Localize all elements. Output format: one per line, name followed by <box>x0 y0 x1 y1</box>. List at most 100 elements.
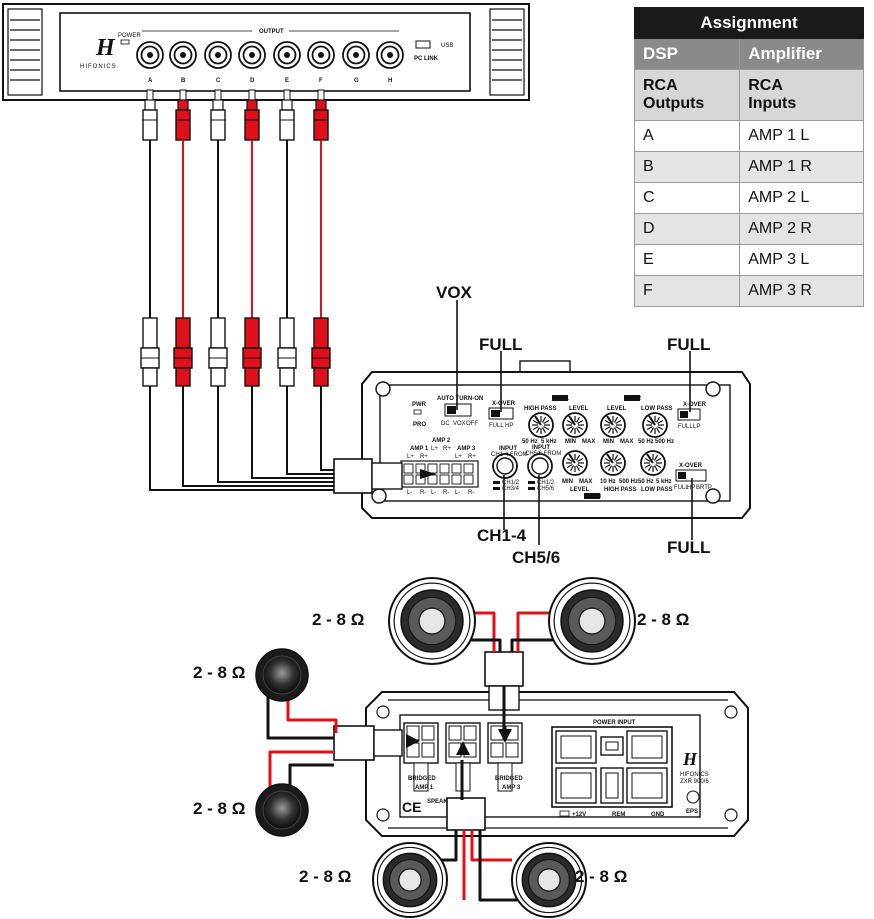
off-label: OFF <box>466 421 478 427</box>
amp2-lplus: L+ <box>431 446 438 452</box>
amp-knob[interactable] <box>492 453 518 479</box>
ohm-bottom-right: 2 - 8 Ω <box>575 867 627 886</box>
eps-icon <box>686 790 700 804</box>
amp-knob[interactable] <box>528 412 554 438</box>
sub-inputs-line2: Inputs <box>748 95 797 112</box>
dsp-channel-letter: C <box>216 78 221 84</box>
dsp-power-label: POWER <box>118 33 141 39</box>
amp-knob[interactable] <box>562 412 588 438</box>
amplifier-top: PWR PRO AUTO TURN-ON DC VOX OFF X-OVER F… <box>333 360 751 519</box>
hz10-label: 10 Hz <box>600 479 616 485</box>
speaker-woofer-bottom-left <box>372 842 448 918</box>
amp-knob[interactable] <box>642 412 668 438</box>
dsp-brand: HIFONICS <box>80 64 117 70</box>
gnd-label: GND <box>651 812 665 818</box>
amp2-input-label: AMP 2 <box>432 438 451 444</box>
opt-ch34: CH3/4 <box>502 486 520 492</box>
rca-cable-b <box>173 89 334 487</box>
amp-pwr-label: PWR <box>412 402 427 408</box>
amp-knob[interactable] <box>600 450 626 476</box>
xover-switch-amp2[interactable] <box>677 408 701 421</box>
row-amp: AMP 3 L <box>739 244 864 276</box>
amp-knob[interactable] <box>600 412 626 438</box>
amp3-badge: AMP3 <box>585 494 602 500</box>
input-ch56-from: CH5/6 FROM <box>525 451 561 457</box>
hz50-label-amp1: 50 Hz <box>522 439 538 445</box>
dsp-jack-h[interactable] <box>376 41 404 69</box>
dsp-jack-b[interactable] <box>169 41 197 69</box>
input-ch14-from: CH1-4 FROM <box>491 452 528 458</box>
input-label-ch56: INPUT <box>532 445 550 451</box>
ohm-top-right: 2 - 8 Ω <box>637 610 689 629</box>
bridged-amp1-sub: AMP 1 <box>415 785 434 791</box>
dsp-output-label: OUTPUT <box>259 29 284 35</box>
xover-switch-amp3[interactable] <box>675 469 707 482</box>
speaker-woofer-top-right <box>548 577 636 665</box>
opt-ch56: CH5/6 <box>537 486 555 492</box>
dsp-channel-letter: E <box>285 78 289 84</box>
amp2-lminus: L- <box>431 490 436 496</box>
amplifier-bottom: BRIDGED AMP 1 BRIDGED AMP 3 SPEAKER OUTP… <box>333 651 749 837</box>
hz50-label-amp3: 50 Hz <box>638 479 654 485</box>
opt-ch12-a: CH1/2 <box>502 480 520 486</box>
low-pass-label-top: LOW PASS <box>641 406 673 412</box>
arrow-right-icon <box>406 734 420 748</box>
rca-cables <box>140 89 334 491</box>
brtp-label-amp3: BRTP <box>696 485 712 491</box>
min-label-amp1: MIN <box>565 439 576 445</box>
amp-knob[interactable] <box>562 450 588 476</box>
speaker-plug-top <box>484 651 524 687</box>
amp-knob[interactable] <box>640 450 666 476</box>
amp3-lminus: L- <box>455 490 460 496</box>
dsp-jack-f[interactable] <box>307 41 335 69</box>
row-amp: AMP 2 L <box>739 182 864 214</box>
full-label-amp1: FULL <box>489 423 504 429</box>
high-pass-label-bottom: HIGH PASS <box>604 487 637 493</box>
row-amp: AMP 1 L <box>739 120 864 152</box>
input-label-ch14: INPUT <box>499 446 517 452</box>
sub-outputs-line1: RCA <box>643 77 678 94</box>
amp2-badge: AMP2 <box>625 396 642 402</box>
ohm-bottom-left: 2 - 8 Ω <box>299 867 351 886</box>
amp-pwr-led <box>413 409 422 415</box>
full-label-amp3: FULL <box>674 485 689 491</box>
amp3-rminus: R- <box>468 490 474 496</box>
sub-outputs-line2: Outputs <box>643 95 705 112</box>
rca-cable-a <box>140 89 334 491</box>
input-plug <box>333 458 373 494</box>
arrow-down-icon <box>498 729 512 743</box>
auto-turn-on-label: AUTO TURN-ON <box>437 396 483 402</box>
dsp-jack-c[interactable] <box>204 41 232 69</box>
khz5-label-amp1: 5 kHz <box>541 439 557 445</box>
dc-label: DC <box>441 421 450 427</box>
row-dsp: B <box>633 151 741 183</box>
callout-vox: VOX <box>436 283 473 302</box>
amp-knob[interactable] <box>527 453 553 479</box>
brand-mark-bottom: H <box>682 749 698 769</box>
amp3-lplus: L+ <box>455 454 462 460</box>
rca-cable-c <box>208 89 334 483</box>
ohm-lower-left: 2 - 8 Ω <box>193 799 245 818</box>
hp-label-amp3: HP <box>687 485 695 491</box>
row-dsp: D <box>633 213 741 245</box>
dsp-channel-letter: A <box>148 78 153 84</box>
speaker-woofer-bottom-right <box>511 842 587 918</box>
row-amp: AMP 3 R <box>739 275 864 307</box>
dsp-jack-e[interactable] <box>273 41 301 69</box>
dsp-jack-g[interactable] <box>342 41 370 69</box>
bridged-label-amp1: BRIDGED <box>408 776 436 782</box>
amp-pro-label: PRO <box>413 422 426 428</box>
lp-label-amp2: LP <box>693 424 700 430</box>
rem-label: REM <box>612 812 625 818</box>
rca-cable-f <box>311 89 334 471</box>
dsp-jack-a[interactable] <box>136 41 164 69</box>
dsp-power-led <box>120 39 130 45</box>
dsp-jack-d[interactable] <box>238 41 266 69</box>
